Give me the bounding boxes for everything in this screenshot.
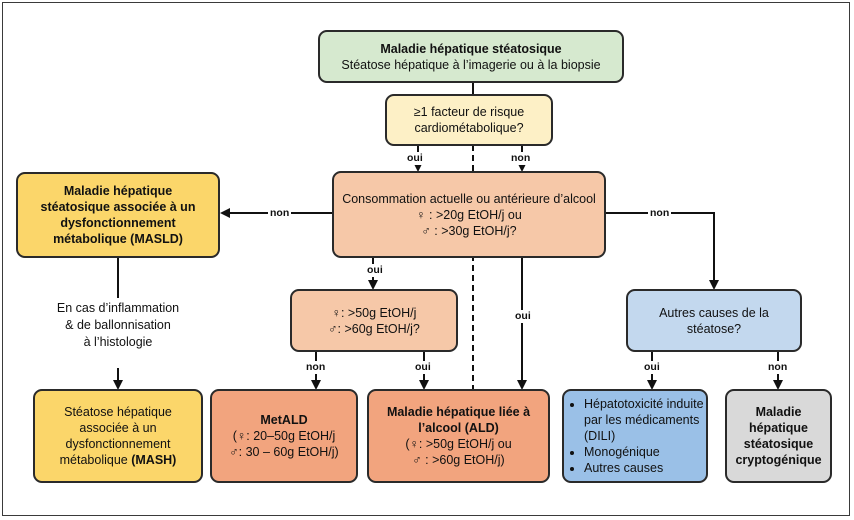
label-non-crypto: non <box>766 361 790 374</box>
alcohol-threshold-box: ♀: >50g EtOH/j ♂: >60g EtOH/j? <box>290 289 458 352</box>
alcohol-consumption-box: Consommation actuelle ou antérieure d’al… <box>332 171 606 258</box>
mash-line3: dysfonctionnement <box>65 437 171 451</box>
metald-female: (♀: 20–50g EtOH/j <box>232 429 336 443</box>
mash-line4: métabolique (MASH) <box>60 452 177 468</box>
crypto-line2: hépatique <box>748 421 809 435</box>
mash-line1: Stéatose hépatique <box>64 405 172 419</box>
crypto-line3: stéatosique <box>743 437 814 451</box>
ald-line1: Maladie hépatique liée à <box>386 405 531 419</box>
metald-box: MetALD (♀: 20–50g EtOH/j ♂: 30 – 60g EtO… <box>210 389 358 483</box>
masld-line4: métabolique (MASLD) <box>53 232 183 246</box>
label-oui-threshold: oui <box>365 264 385 277</box>
alcohol-male: ♂ : >30g EtOH/j? <box>421 223 517 238</box>
risk-line2: cardiométabolique? <box>414 121 524 135</box>
alcohol-female: ♀ : >20g EtOH/j ou <box>416 207 522 222</box>
threshold-male: ♂: >60g EtOH/j? <box>328 321 420 336</box>
label-non-risk: non <box>509 152 533 165</box>
list-item-dili: Hépatotoxicité induite par les médicamen… <box>584 396 706 444</box>
label-non-metald: non <box>304 361 328 374</box>
list-item-other: Autres causes <box>584 460 706 476</box>
note-line3: à l’histologie <box>83 335 153 349</box>
top-subtitle: Stéatose hépatique à l’imagerie ou à la … <box>341 57 601 72</box>
mash-line4-pre: métabolique <box>59 453 132 467</box>
ald-male: ♂ : >60g EtOH/j) <box>412 453 505 467</box>
metald-title: MetALD <box>260 413 308 427</box>
ald-box: Maladie hépatique liée à l’alcool (ALD) … <box>367 389 550 483</box>
steatotic-liver-disease-box: Maladie hépatique stéatosique Stéatose h… <box>318 30 624 83</box>
alcohol-line1: Consommation actuelle ou antérieure d’al… <box>342 191 596 206</box>
masld-line2: stéatosique associée à un <box>40 200 196 214</box>
mash-box: Stéatose hépatique associée à un dysfonc… <box>33 389 203 483</box>
note-line2: & de ballonnisation <box>65 318 171 332</box>
crypto-line4: cryptogénique <box>735 453 822 467</box>
masld-box: Maladie hépatique stéatosique associée à… <box>16 172 220 258</box>
label-oui-ald: oui <box>513 310 533 323</box>
mash-line4-bold: (MASH) <box>131 453 177 467</box>
other-causes-list: Hépatotoxicité induite par les médicamen… <box>570 396 706 476</box>
label-oui-ald2: oui <box>413 361 433 374</box>
cryptogenic-box: Maladie hépatique stéatosique cryptogéni… <box>725 389 832 483</box>
ald-female: (♀: >50g EtOH/j ou <box>405 437 512 451</box>
other-causes-box: Autres causes de la stéatose? <box>626 289 802 352</box>
label-non-masld: non <box>268 207 292 220</box>
masld-line3: dysfonctionnement <box>60 216 176 230</box>
label-non-other: non <box>648 207 672 220</box>
histology-note: En cas d’inflammation & de ballonnisatio… <box>40 300 196 351</box>
connector-alcohol-other <box>605 212 719 290</box>
list-item-monogenic: Monogénique <box>584 444 706 460</box>
other-line2: stéatose? <box>686 321 742 336</box>
top-title: Maladie hépatique stéatosique <box>380 41 562 56</box>
other-causes-list-box: Hépatotoxicité induite par les médicamen… <box>562 389 708 483</box>
mash-line2: associée à un <box>79 421 157 435</box>
label-oui-risk: oui <box>405 152 425 165</box>
note-line1: En cas d’inflammation <box>56 301 180 315</box>
crypto-line1: Maladie <box>755 405 802 419</box>
label-oui-dili: oui <box>642 361 662 374</box>
metald-male: ♂: 30 – 60g EtOH/j) <box>229 445 339 459</box>
ald-line2: l’alcool (ALD) <box>418 421 499 435</box>
masld-line1: Maladie hépatique <box>63 184 173 198</box>
threshold-female: ♀: >50g EtOH/j <box>331 305 417 320</box>
other-line1: Autres causes de la <box>659 305 769 320</box>
risk-line1: ≥1 facteur de risque <box>413 105 525 119</box>
cardiometabolic-risk-box: ≥1 facteur de risque cardiométabolique? <box>385 94 553 146</box>
